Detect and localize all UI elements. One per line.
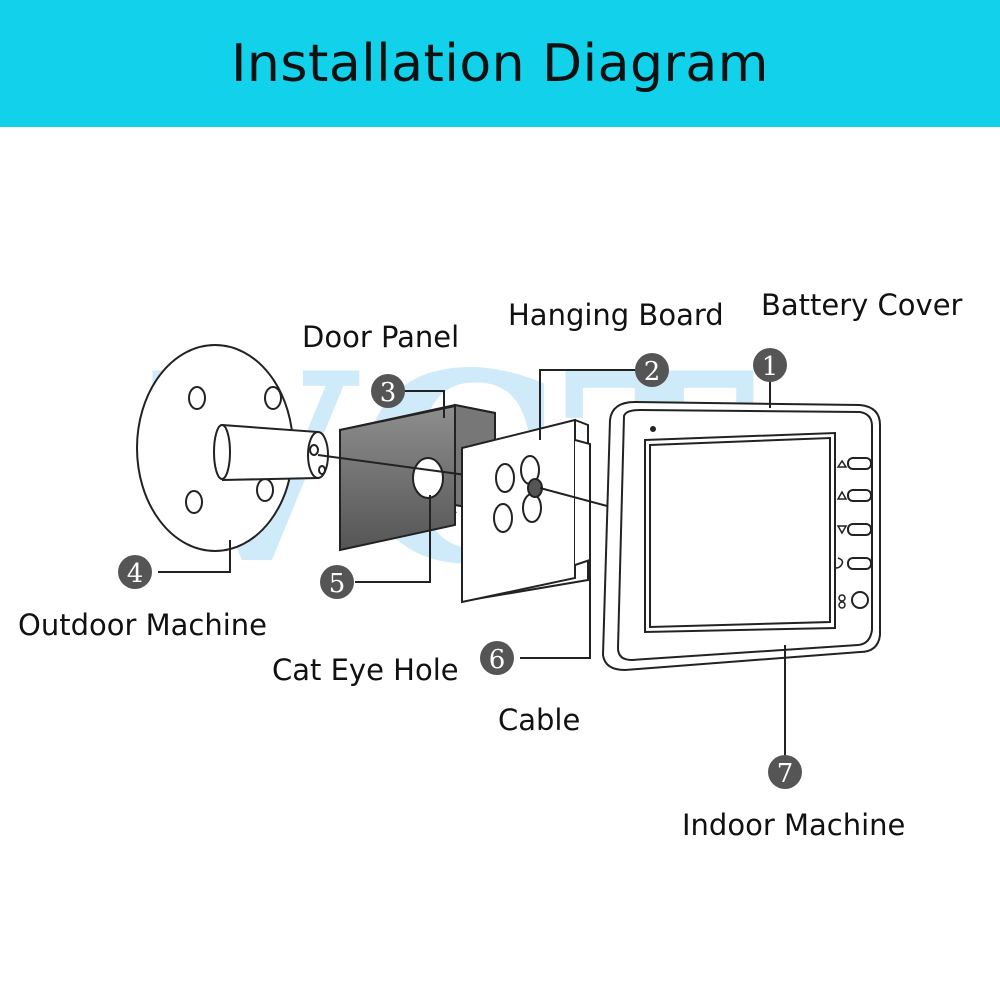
callout-2: 2 xyxy=(635,353,669,387)
label-door-panel: Door Panel xyxy=(302,320,460,354)
callout-1: 1 xyxy=(753,348,787,382)
label-outdoor-machine: Outdoor Machine xyxy=(18,608,268,642)
callout-3: 3 xyxy=(371,374,405,408)
label-hanging-board: Hanging Board xyxy=(508,298,724,332)
callout-number: 4 xyxy=(127,559,144,589)
outdoor-machine xyxy=(136,344,329,552)
callout-4: 4 xyxy=(118,555,152,589)
callout-6: 6 xyxy=(480,641,514,675)
callout-number: 6 xyxy=(489,645,506,675)
indoor-machine xyxy=(601,400,881,672)
label-indoor-machine: Indoor Machine xyxy=(682,808,906,842)
callout-5: 5 xyxy=(320,565,354,599)
callout-number: 2 xyxy=(644,357,661,387)
callout-number: 7 xyxy=(777,759,794,789)
callout-number: 1 xyxy=(762,352,779,382)
leader-lines xyxy=(158,369,786,760)
label-cat-eye-hole: Cat Eye Hole xyxy=(272,653,459,687)
title-banner: Installation Diagram xyxy=(0,0,1000,127)
label-battery-cover: Battery Cover xyxy=(761,288,963,322)
callout-number: 5 xyxy=(329,569,346,599)
callout-7: 7 xyxy=(768,755,802,789)
hanging-board xyxy=(460,418,591,604)
label-cable: Cable xyxy=(498,703,581,737)
callout-number: 3 xyxy=(380,378,397,408)
page-title: Installation Diagram xyxy=(231,33,769,94)
